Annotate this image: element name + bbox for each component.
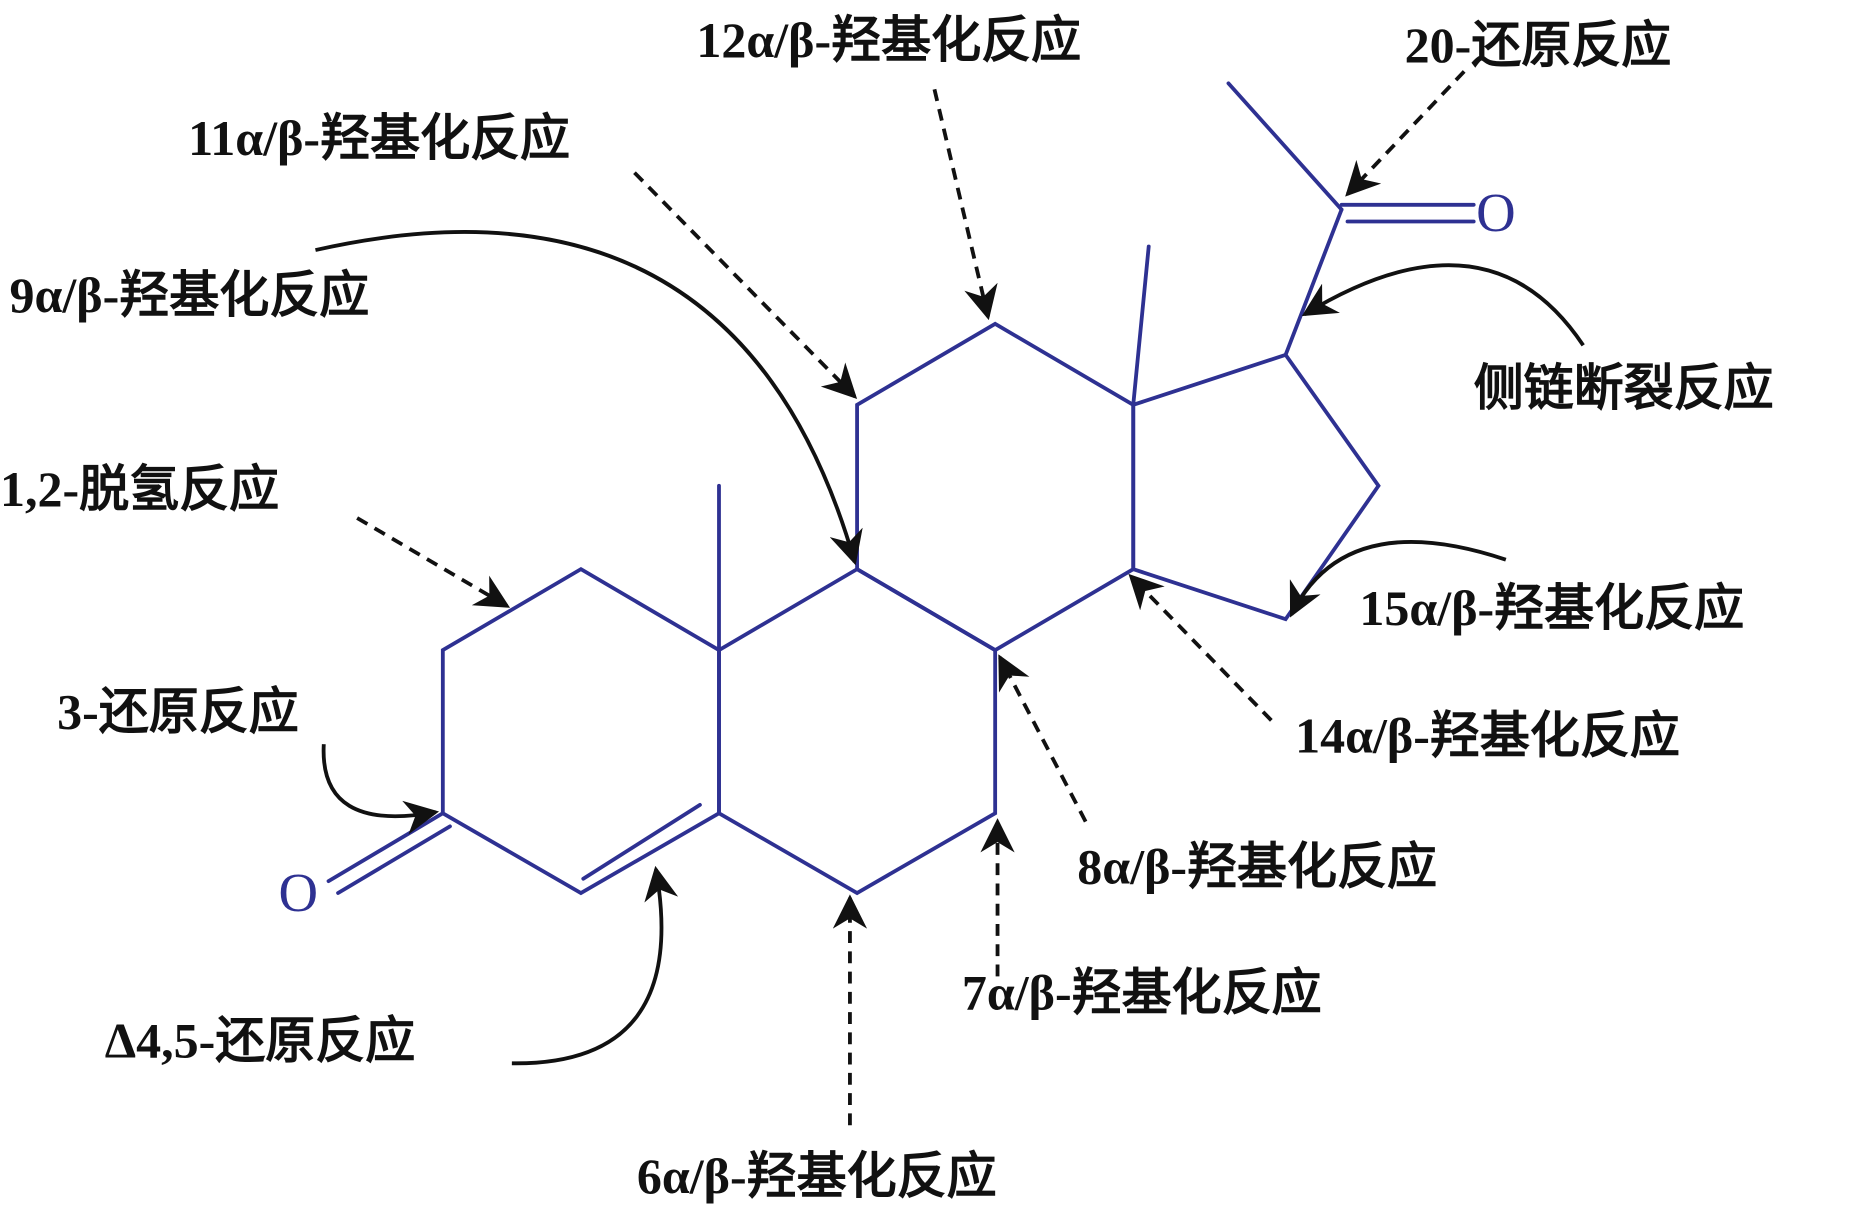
- label-11-hydroxylation: 11α/β-羟基化反应: [188, 110, 570, 166]
- oxygen-20: O: [1476, 182, 1516, 243]
- arrow-14: [1128, 573, 1273, 722]
- ring-d: [1131, 352, 1381, 622]
- c13-methyl: [1131, 244, 1151, 407]
- arrow-1-2: [356, 516, 511, 608]
- c3-carbonyl-2: [336, 824, 452, 895]
- arrow-15: [1289, 540, 1507, 618]
- arrow-8: [998, 654, 1088, 823]
- label-20-reduction: 20-还原反应: [1405, 17, 1672, 73]
- label-3-reduction: 3-还原反应: [57, 684, 299, 740]
- arrow-side-chain: [1301, 263, 1585, 347]
- label-8-hydroxylation: 8α/β-羟基化反应: [1077, 839, 1437, 895]
- label-1-2-dehydrogenation: 1,2-脱氢反应: [0, 461, 279, 517]
- label-9-hydroxylation: 9α/β-羟基化反应: [10, 267, 370, 323]
- oxygen-3: O: [279, 862, 319, 923]
- arrow-11: [633, 171, 858, 399]
- label-side-chain-cleavage: 侧链断裂反应: [1474, 360, 1774, 416]
- label-6-hydroxylation: 6α/β-羟基化反应: [637, 1148, 997, 1204]
- label-14-hydroxylation: 14α/β-羟基化反应: [1295, 708, 1680, 764]
- label-4-5-reduction: Δ4,5-还原反应: [105, 1012, 415, 1068]
- ring-b: [717, 566, 998, 896]
- reaction-labels: 12α/β-羟基化反应 20-还原反应 11α/β-羟基化反应 9α/β-羟基化…: [0, 12, 1774, 1204]
- label-12-hydroxylation: 12α/β-羟基化反应: [696, 12, 1081, 68]
- reaction-arrows: [315, 70, 1585, 1126]
- arrow-3: [321, 744, 440, 835]
- c4-c5-double-bond: [581, 803, 702, 881]
- arrow-9: [315, 230, 863, 566]
- arrow-12: [932, 88, 998, 321]
- side-chain-c20-c21: [1226, 81, 1344, 212]
- ring-a: [440, 566, 721, 896]
- arrow-20: [1345, 70, 1466, 197]
- steroid-skeleton: O O: [279, 81, 1516, 923]
- arrow-4-5: [511, 865, 679, 1066]
- label-7-hydroxylation: 7α/β-羟基化反应: [962, 965, 1322, 1021]
- c3-carbonyl-1: [326, 811, 445, 884]
- side-chain-c17-c20: [1283, 207, 1344, 357]
- ring-c: [855, 321, 1136, 653]
- label-15-hydroxylation: 15α/β-羟基化反应: [1359, 580, 1744, 636]
